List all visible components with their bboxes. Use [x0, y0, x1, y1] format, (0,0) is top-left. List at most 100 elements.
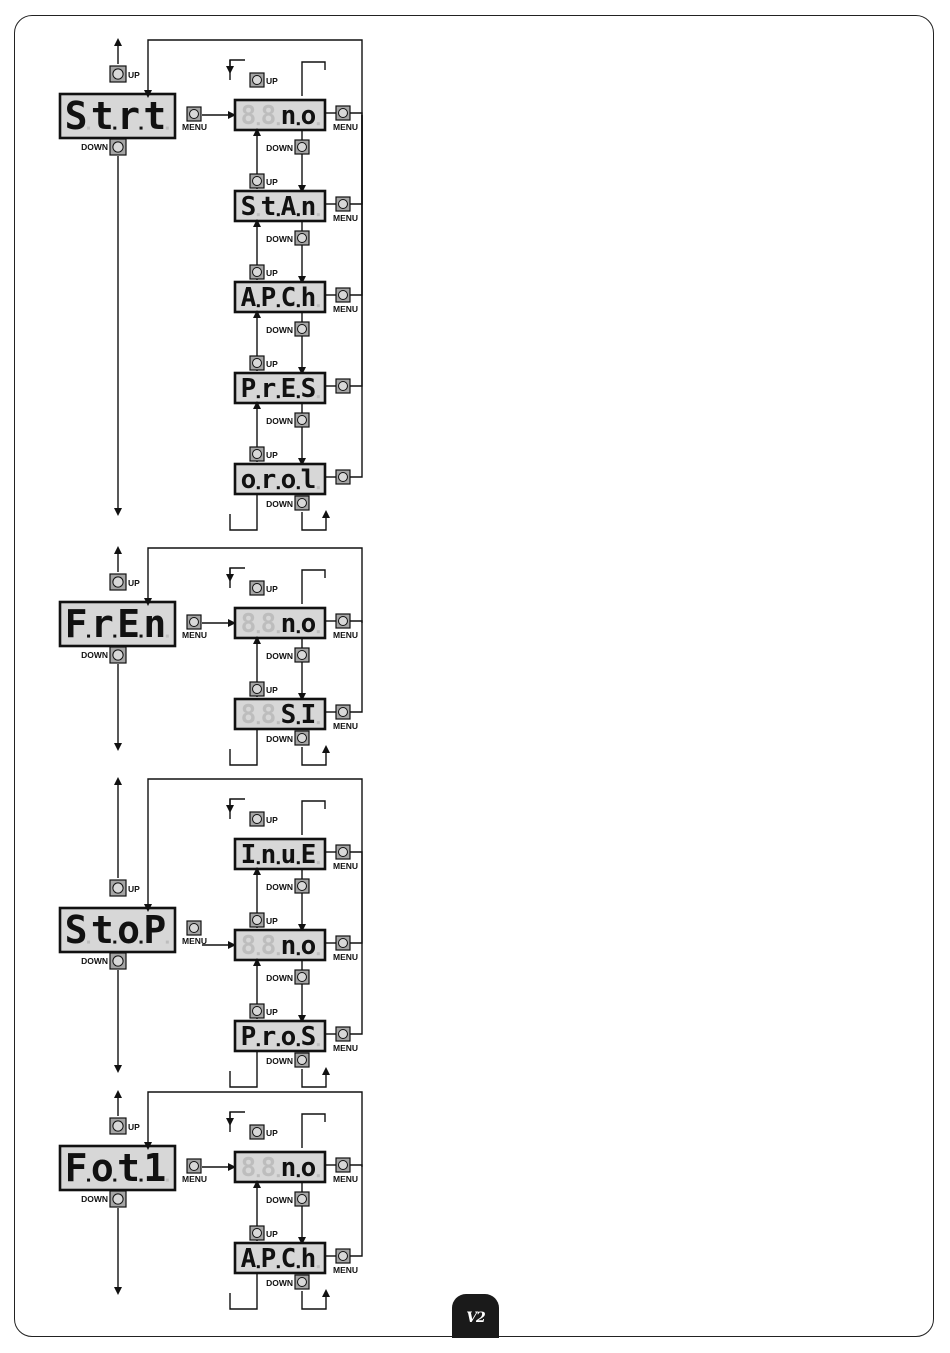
down-button-main[interactable] — [109, 952, 127, 970]
up-button-option[interactable] — [249, 1003, 265, 1019]
down-label: DOWN — [266, 1278, 293, 1288]
down-button-option[interactable] — [294, 969, 310, 985]
down-button-option[interactable] — [294, 1191, 310, 1207]
decimal-point — [296, 304, 300, 308]
display-digit: t — [117, 1146, 140, 1190]
up-button-option[interactable] — [249, 1124, 265, 1140]
decimal-point — [256, 395, 260, 399]
loop-arrow — [301, 1289, 330, 1310]
display-digit: 8 — [261, 931, 277, 961]
up-label: UP — [266, 359, 278, 369]
menu-button-option[interactable] — [335, 469, 351, 485]
decimal-point — [296, 486, 300, 490]
down-button-option[interactable] — [294, 230, 310, 246]
up-button-main[interactable] — [109, 573, 127, 591]
loop-line — [301, 1113, 326, 1148]
display-digit: P — [241, 1022, 257, 1052]
up-button-option[interactable] — [249, 912, 265, 928]
up-button-main[interactable] — [109, 65, 127, 83]
decimal-point — [276, 1174, 280, 1178]
decimal-point — [316, 1043, 320, 1047]
down-button-option[interactable] — [294, 1274, 310, 1290]
menu-button-option[interactable] — [335, 1157, 351, 1173]
display-digit: S — [301, 1022, 317, 1052]
display-digit: o — [301, 609, 317, 639]
down-button-main[interactable] — [109, 1190, 127, 1208]
down-button-option[interactable] — [294, 647, 310, 663]
up-label: UP — [266, 1229, 278, 1239]
up-button-option[interactable] — [249, 1225, 265, 1241]
menu-button-main[interactable] — [186, 1158, 202, 1174]
up-button-option[interactable] — [249, 681, 265, 697]
decimal-point — [316, 395, 320, 399]
menu-button-option[interactable] — [335, 1026, 351, 1042]
menu-button-main[interactable] — [186, 106, 202, 122]
display-digit: P — [261, 283, 277, 313]
menu-button-option[interactable] — [335, 844, 351, 860]
loop-line — [229, 1273, 258, 1310]
decimal-point — [316, 213, 320, 217]
decimal-point — [256, 486, 260, 490]
return-line — [144, 1091, 363, 1167]
menu-label: MENU — [333, 213, 358, 223]
display-digit: F — [65, 1146, 88, 1190]
menu-label: MENU — [333, 304, 358, 314]
down-button-option[interactable] — [294, 412, 310, 428]
up-button-option[interactable] — [249, 580, 265, 596]
decimal-point — [276, 1265, 280, 1269]
menu-label: MENU — [333, 630, 358, 640]
menu-button-option[interactable] — [335, 935, 351, 951]
menu-button-option[interactable] — [335, 105, 351, 121]
up-button-main[interactable] — [109, 1117, 127, 1135]
down-button-option[interactable] — [294, 495, 310, 511]
down-button-main[interactable] — [109, 646, 127, 664]
menu-button-option[interactable] — [335, 196, 351, 212]
up-button-main[interactable] — [109, 879, 127, 897]
display-digit: h — [301, 283, 317, 313]
decimal-point — [139, 126, 143, 130]
return-line — [350, 1164, 363, 1167]
decimal-point — [139, 1178, 143, 1182]
display-digit: o — [117, 908, 140, 952]
decimal-point — [316, 721, 320, 725]
menu-button-option[interactable] — [335, 704, 351, 720]
return-line — [350, 620, 363, 623]
down-button-option[interactable] — [294, 878, 310, 894]
up-button-option[interactable] — [249, 355, 265, 371]
menu-button-main[interactable] — [186, 614, 202, 630]
display-digit: S — [281, 700, 297, 730]
down-label: DOWN — [266, 325, 293, 335]
display-digit: S — [301, 374, 317, 404]
down-button-main[interactable] — [109, 138, 127, 156]
menu-label: MENU — [182, 630, 207, 640]
down-label: DOWN — [266, 1056, 293, 1066]
down-button-option[interactable] — [294, 1052, 310, 1068]
decimal-point — [87, 1178, 91, 1182]
menu-button-main[interactable] — [186, 920, 202, 936]
up-button-option[interactable] — [249, 811, 265, 827]
loop-line — [301, 800, 326, 835]
down-button-option[interactable] — [294, 139, 310, 155]
decimal-point — [316, 122, 320, 126]
down-button-option[interactable] — [294, 321, 310, 337]
menu-button-option[interactable] — [335, 1248, 351, 1264]
up-button-option[interactable] — [249, 264, 265, 280]
display-digit: I — [241, 840, 257, 870]
return-line — [144, 39, 363, 115]
menu-button-option[interactable] — [335, 613, 351, 629]
menu-button-option[interactable] — [335, 287, 351, 303]
return-line — [350, 623, 363, 713]
return-line — [350, 112, 363, 115]
up-button-option[interactable] — [249, 446, 265, 462]
decimal-point — [296, 1265, 300, 1269]
down-button-option[interactable] — [294, 730, 310, 746]
up-button-option[interactable] — [249, 72, 265, 88]
down-label: DOWN — [81, 650, 108, 660]
display-digit: 8 — [241, 101, 257, 131]
menu-button-option[interactable] — [335, 378, 351, 394]
up-button-option[interactable] — [249, 173, 265, 189]
decimal-point — [296, 721, 300, 725]
display-digit: o — [301, 931, 317, 961]
